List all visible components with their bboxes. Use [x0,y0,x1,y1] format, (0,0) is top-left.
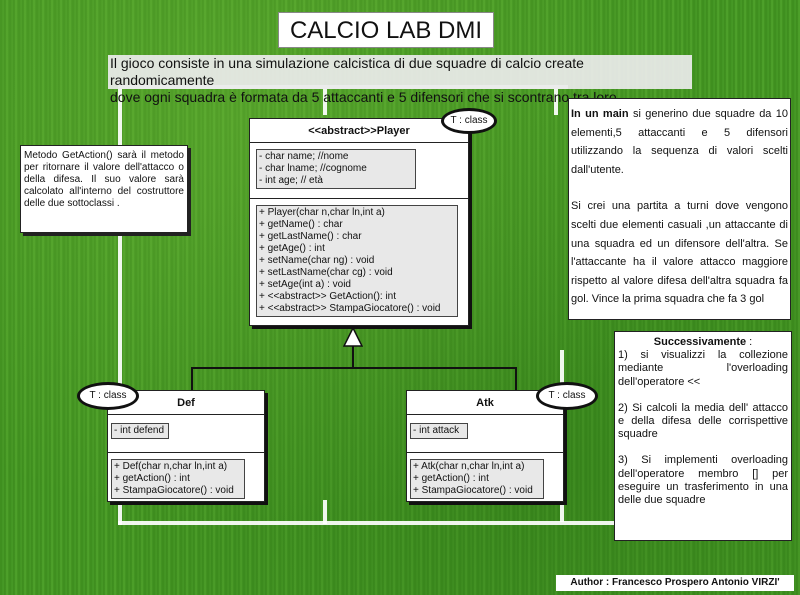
class-tag-def: T : class [77,382,139,410]
field-line-center [323,85,327,115]
player-method-0: + Player(char n,char ln,int a) [259,207,385,218]
inheritance-arrow-icon [343,327,363,347]
player-method-4: + setName(char ng) : void [259,255,375,266]
note-next-p1: 1) si visualizzi la collezione mediante … [618,349,788,388]
class-atk-name: Atk [407,391,563,415]
inheritance-stem [352,345,354,368]
class-def[interactable]: Def - int defend + Def(char n,char ln,in… [107,390,265,502]
def-attr-0: - int defend [114,425,165,436]
def-method-1: + getAction() : int [114,473,190,484]
player-method-8: + <<abstract>> StampaGiocatore() : void [259,303,441,314]
player-attr-2: - int age; // età [259,175,323,186]
atk-method-0: + Atk(char n,char ln,int a) [413,461,525,472]
field-line-bottom [118,521,616,525]
player-attr-1: - char lname; //cognome [259,163,367,174]
player-attr-0: - char name; //nome [259,151,349,162]
player-method-7: + <<abstract>> GetAction(): int [259,291,397,302]
intro-line-2: dove ogni squadra è formata da 5 attacca… [110,89,625,105]
intro-line-1: Il gioco consiste in una simulazione cal… [110,55,584,88]
class-atk-methods: + Atk(char n,char ln,int a) + getAction(… [407,453,563,501]
atk-attr-0: - int attack [413,425,460,436]
note-next-p3: 3) Si implementi overloading dell'operat… [618,454,788,507]
player-method-6: + setAge(int a) : void [259,279,351,290]
author-credit: Author : Francesco Prospero Antonio VIRZ… [556,575,794,591]
inheritance-drop-atk [515,367,517,390]
player-method-2: + getLastName() : char [259,231,362,242]
player-method-5: + setLastName(char cg) : void [259,267,393,278]
atk-method-1: + getAction() : int [413,473,489,484]
note-main-bold: In un main [571,108,629,120]
note-main-p2: Si crei una partita a turni dove vengono… [571,200,788,306]
class-tag-player: T : class [441,108,497,134]
note-main-p1: si generino due squadre da 10 elementi,5… [571,108,789,176]
def-method-2: + StampaGiocatore() : void [114,485,234,496]
player-method-1: + getName() : char [259,219,343,230]
note-next-steps: Successivamente : 1) si visualizzi la co… [614,331,792,541]
note-next-p2: 2) Si calcoli la media dell' attacco e d… [618,401,788,441]
note-getaction: Metodo GetAction() sarà il metodo per ri… [20,145,188,233]
class-atk-attributes: - int attack [407,415,563,453]
class-player-methods: + Player(char n,char ln,int a) + getName… [250,199,468,325]
inheritance-drop-def [191,367,193,390]
def-method-0: + Def(char n,char ln,int a) [114,461,228,472]
field-line-left-vertical [118,85,122,525]
class-player-name: <<abstract>>Player [250,119,468,143]
class-tag-atk: T : class [536,382,598,410]
class-player[interactable]: <<abstract>>Player - char name; //nome -… [249,118,469,326]
class-def-methods: + Def(char n,char ln,int a) + getAction(… [108,453,264,501]
class-def-name: Def [108,391,264,415]
field-line-right-vertical [554,85,558,115]
class-atk[interactable]: Atk - int attack + Atk(char n,char ln,in… [406,390,564,502]
field-line-center-low [323,500,327,524]
note-next-heading: Successivamente [653,336,747,348]
note-main-description: In un main si generino due squadre da 10… [568,98,791,320]
intro-text: Il gioco consiste in una simulazione cal… [108,55,692,105]
note-next-heading-suffix: : [746,336,753,348]
class-def-attributes: - int defend [108,415,264,453]
atk-method-2: + StampaGiocatore() : void [413,485,533,496]
inheritance-bar [191,367,517,369]
page-title: CALCIO LAB DMI [278,12,494,48]
player-method-3: + getAge() : int [259,243,325,254]
class-player-attributes: - char name; //nome - char lname; //cogn… [250,143,468,199]
